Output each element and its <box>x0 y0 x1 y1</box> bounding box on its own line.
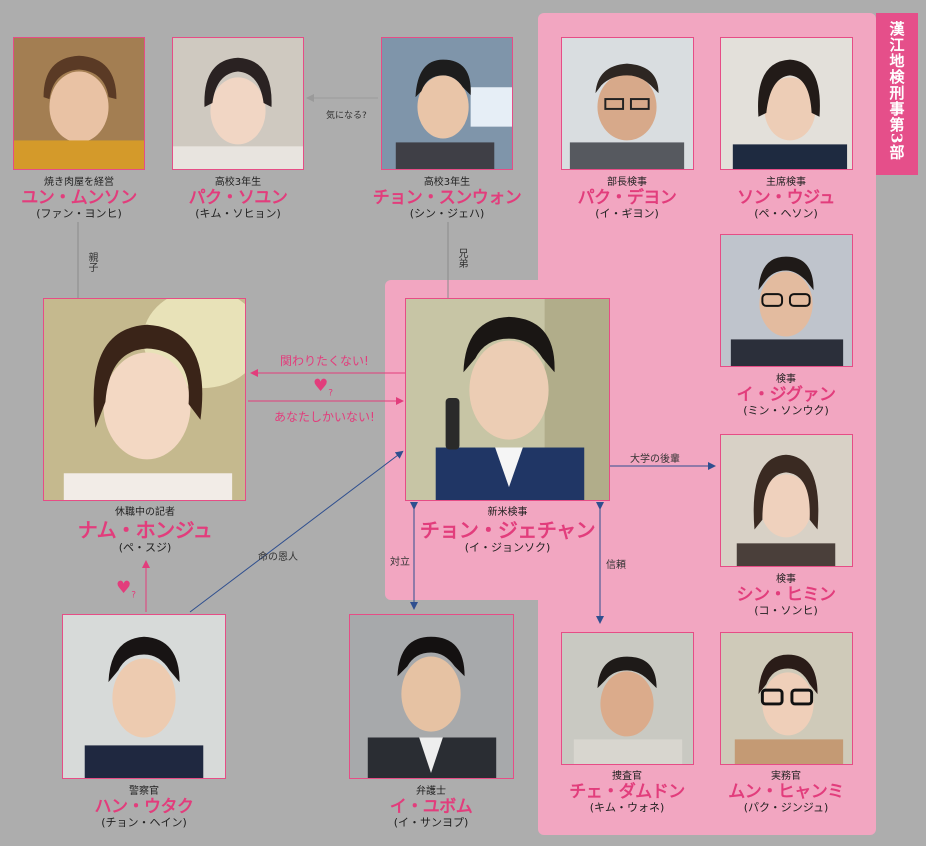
caption-son-wooji: 主席検事 ソン・ウジュ (ペ・ヘソン) <box>709 177 863 221</box>
portrait-lee-jigwan <box>720 234 853 367</box>
role-label: 高校3年生 <box>214 177 262 188</box>
oppose-label: 対立 <box>390 557 410 568</box>
portrait-son-wooji <box>720 37 853 170</box>
portrait-jung-seungwon <box>381 37 513 170</box>
character-name: パク・ソユン <box>188 187 288 208</box>
portrait-park-daeyong <box>561 37 694 170</box>
character-name: ハン・ウタク <box>94 796 195 817</box>
character-name: ユン・ムンソン <box>21 187 137 208</box>
portrait-choi <box>561 632 694 765</box>
character-name: イ・ジグァン <box>736 384 837 405</box>
caption-jung-seungwon: 高校3年生 チョン・スンウォン (シン・ジェハ) <box>362 177 532 221</box>
savior-label: 命の恩人 <box>258 552 298 563</box>
portrait-park-soyun <box>172 37 304 170</box>
role-label: 新米検事 <box>487 507 528 518</box>
parent-label: 親子 <box>86 252 97 272</box>
character-name: ムン・ヒャンミ <box>728 781 844 802</box>
portrait-moon <box>720 632 853 765</box>
character-name: ナム・ホンジュ <box>77 517 213 542</box>
role-label: 部長検事 <box>607 177 647 188</box>
department-tab: 漢江地検刑事第3部 <box>876 13 918 175</box>
actor-name: (チョン・ヘイン) <box>101 816 187 830</box>
caption-moon: 実務官 ムン・ヒャンミ (パク・ジンジュ) <box>709 771 863 815</box>
caption-yoon: 焼き肉屋を経営 ユン・ムンソン (ファン・ヨンヒ) <box>2 177 156 221</box>
character-name: ソン・ウジュ <box>737 187 835 208</box>
caption-nam: 休職中の記者 ナム・ホンジュ (ペ・スジ) <box>40 507 250 554</box>
only-you-label: あなたしかいない! <box>274 410 375 424</box>
caption-shin-heemin: 検事 シン・ヒミン (コ・ソンヒ) <box>709 574 863 618</box>
curious-label: 気になる? <box>326 111 367 121</box>
actor-name: (ペ・ヘソン) <box>754 207 818 221</box>
caption-lee-yubeom: 弁護士 イ・ユボム (イ・サンヨプ) <box>353 786 509 830</box>
role-label: 高校3年生 <box>423 177 471 188</box>
portrait-yoon <box>13 37 145 170</box>
caption-park-daeyong: 部長検事 パク・デヨン (イ・ギヨン) <box>550 177 704 221</box>
role-label: 焼き肉屋を経営 <box>44 177 114 188</box>
character-name: チョン・ジェチャン <box>419 517 596 542</box>
role-label: 弁護士 <box>416 786 446 797</box>
character-name: チョン・スンウォン <box>372 187 522 208</box>
character-name: シン・ヒミン <box>736 584 837 605</box>
brothers-label: 兄弟 <box>456 248 467 268</box>
caption-jung-jaechan: 新米検事 チョン・ジェチャン (イ・ジョンソク) <box>400 507 615 554</box>
role-label: 捜査官 <box>612 771 642 782</box>
portrait-shin-heemin <box>720 434 853 567</box>
actor-name: (キム・ソヒョン) <box>195 207 281 221</box>
actor-name: (ペ・スジ) <box>118 540 172 554</box>
actor-name: (イ・サンヨプ) <box>393 816 469 830</box>
role-label: 休職中の記者 <box>115 507 175 518</box>
portrait-jung-jaechan <box>405 298 610 501</box>
caption-choi: 捜査官 チェ・ダムドン (キム・ウォネ) <box>550 771 704 815</box>
actor-name: (コ・ソンヒ) <box>754 604 818 618</box>
role-label: 検事 <box>776 574 796 585</box>
caption-lee-jigwan: 検事 イ・ジグァン (ミン・ソンウク) <box>709 374 863 418</box>
junior-label: 大学の後輩 <box>630 454 680 465</box>
actor-name: (キム・ウォネ) <box>589 801 665 815</box>
caption-park-soyun: 高校3年生 パク・ソユン (キム・ソヒョン) <box>161 177 315 221</box>
actor-name: (パク・ジンジュ) <box>743 801 829 815</box>
dont-want-label: 関わりたくない! <box>280 354 369 368</box>
role-label: 検事 <box>776 374 796 385</box>
role-label: 主席検事 <box>766 177 806 188</box>
role-label: 実務官 <box>771 771 801 782</box>
heart-icon: ♥? <box>313 376 334 399</box>
portrait-lee-yubeom <box>349 614 514 779</box>
character-name: チェ・ダムドン <box>569 781 685 802</box>
caption-han: 警察官 ハン・ウタク (チョン・ヘイン) <box>66 786 222 830</box>
actor-name: (イ・ギヨン) <box>595 207 659 221</box>
role-label: 警察官 <box>129 786 159 797</box>
trust-label: 信頼 <box>606 560 626 571</box>
actor-name: (ファン・ヨンヒ) <box>36 207 122 221</box>
department-label: 漢江地検刑事第3部 <box>887 21 906 161</box>
actor-name: (イ・ジョンソク) <box>464 540 551 554</box>
portrait-nam <box>43 298 246 501</box>
actor-name: (ミン・ソンウク) <box>743 404 829 418</box>
actor-name: (シン・ジェハ) <box>409 207 485 221</box>
heart-icon: ♥? <box>116 578 137 601</box>
character-name: パク・デヨン <box>577 187 677 208</box>
portrait-han <box>62 614 226 779</box>
character-name: イ・ユボム <box>389 796 473 817</box>
